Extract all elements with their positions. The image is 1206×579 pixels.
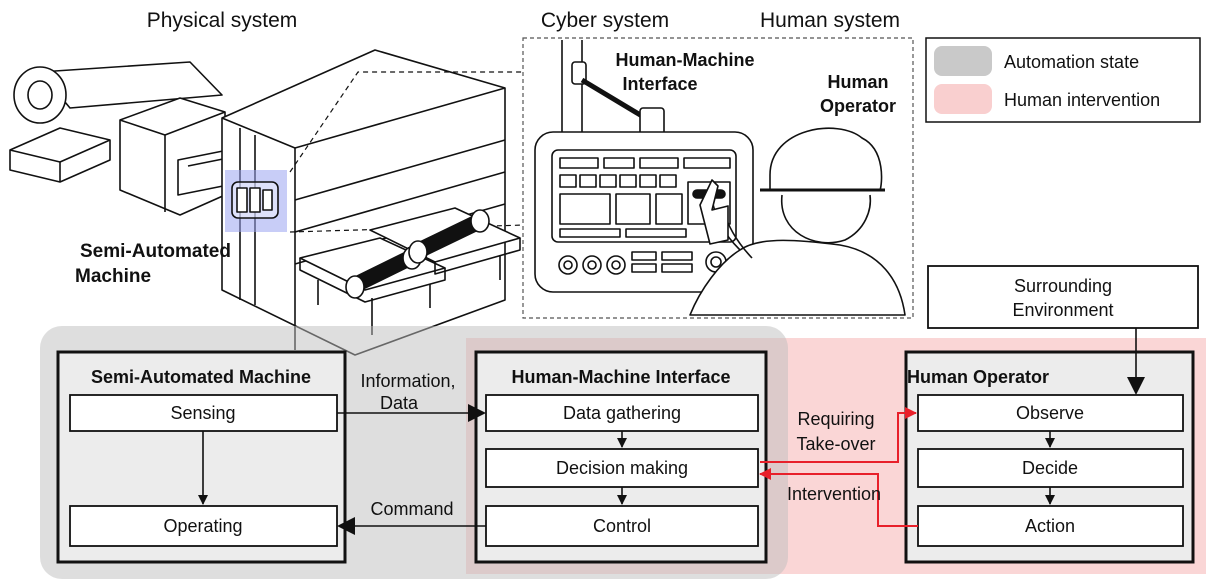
operator-box-title: Human Operator [907, 367, 1049, 387]
illustration-machine-label-2: Machine [75, 266, 151, 287]
human-system-label: Human system [760, 9, 900, 32]
cyber-system-label: Cyber system [541, 9, 669, 32]
hard-hat [769, 127, 883, 191]
physical-system-label: Physical system [147, 9, 298, 32]
machine-illustration [9, 49, 526, 356]
machine-box-title: Semi-Automated Machine [91, 367, 311, 387]
human-operator-box: Human Operator Observe Decide Action [904, 350, 1195, 564]
command-label: Command [370, 499, 453, 519]
legend-intervention-label: Human intervention [1004, 90, 1160, 110]
decide-box [917, 448, 1184, 488]
info-label-1: Information, [360, 371, 455, 391]
intervention-arrow-label: Intervention [787, 484, 881, 504]
action-box [917, 505, 1184, 547]
operating-label: Operating [163, 516, 242, 536]
illustration-machine-label-1: Semi-Automated [80, 241, 231, 262]
environment-label-2: Environment [1012, 300, 1113, 320]
hmi-illustration [534, 40, 906, 316]
arrow-requiring-takeover [760, 407, 917, 463]
control-label: Control [593, 516, 651, 536]
sensing-box [69, 394, 338, 432]
legend-swatch-intervention [934, 84, 992, 114]
semi-automated-machine-box: Semi-Automated Machine Sensing Operating [56, 350, 347, 564]
environment-box: Surrounding Environment [927, 265, 1199, 329]
arrow-intervention [759, 468, 918, 527]
legend-swatch-automation [934, 46, 992, 76]
data-gathering-label: Data gathering [563, 403, 681, 423]
arrows [198, 328, 1145, 535]
data-gathering-box [485, 394, 759, 432]
decision-making-box [485, 448, 759, 488]
illustration-operator-label-1: Human [827, 72, 888, 92]
sensing-label: Sensing [170, 403, 235, 423]
action-label: Action [1025, 516, 1075, 536]
takeover-label-1: Requiring [797, 409, 874, 429]
observe-label: Observe [1016, 403, 1084, 423]
decision-making-label: Decision making [556, 458, 688, 478]
decide-label: Decide [1022, 458, 1078, 478]
environment-label-1: Surrounding [1014, 276, 1112, 296]
legend-automation-label: Automation state [1004, 52, 1139, 72]
hmi-box: Human-Machine Interface Data gathering D… [474, 350, 768, 564]
legend: Automation state Human intervention [925, 37, 1201, 123]
takeover-label-2: Take-over [796, 434, 875, 454]
illustration-hmi-label-1: Human-Machine [615, 50, 754, 70]
red-arrows [759, 407, 918, 527]
hmi-box-title: Human-Machine Interface [511, 367, 730, 387]
illustration-hmi-label-2: Interface [622, 74, 697, 94]
info-label-2: Data [380, 393, 419, 413]
illustration-operator-label-2: Operator [820, 96, 896, 116]
roller-2 [408, 209, 490, 264]
observe-box [917, 394, 1184, 432]
